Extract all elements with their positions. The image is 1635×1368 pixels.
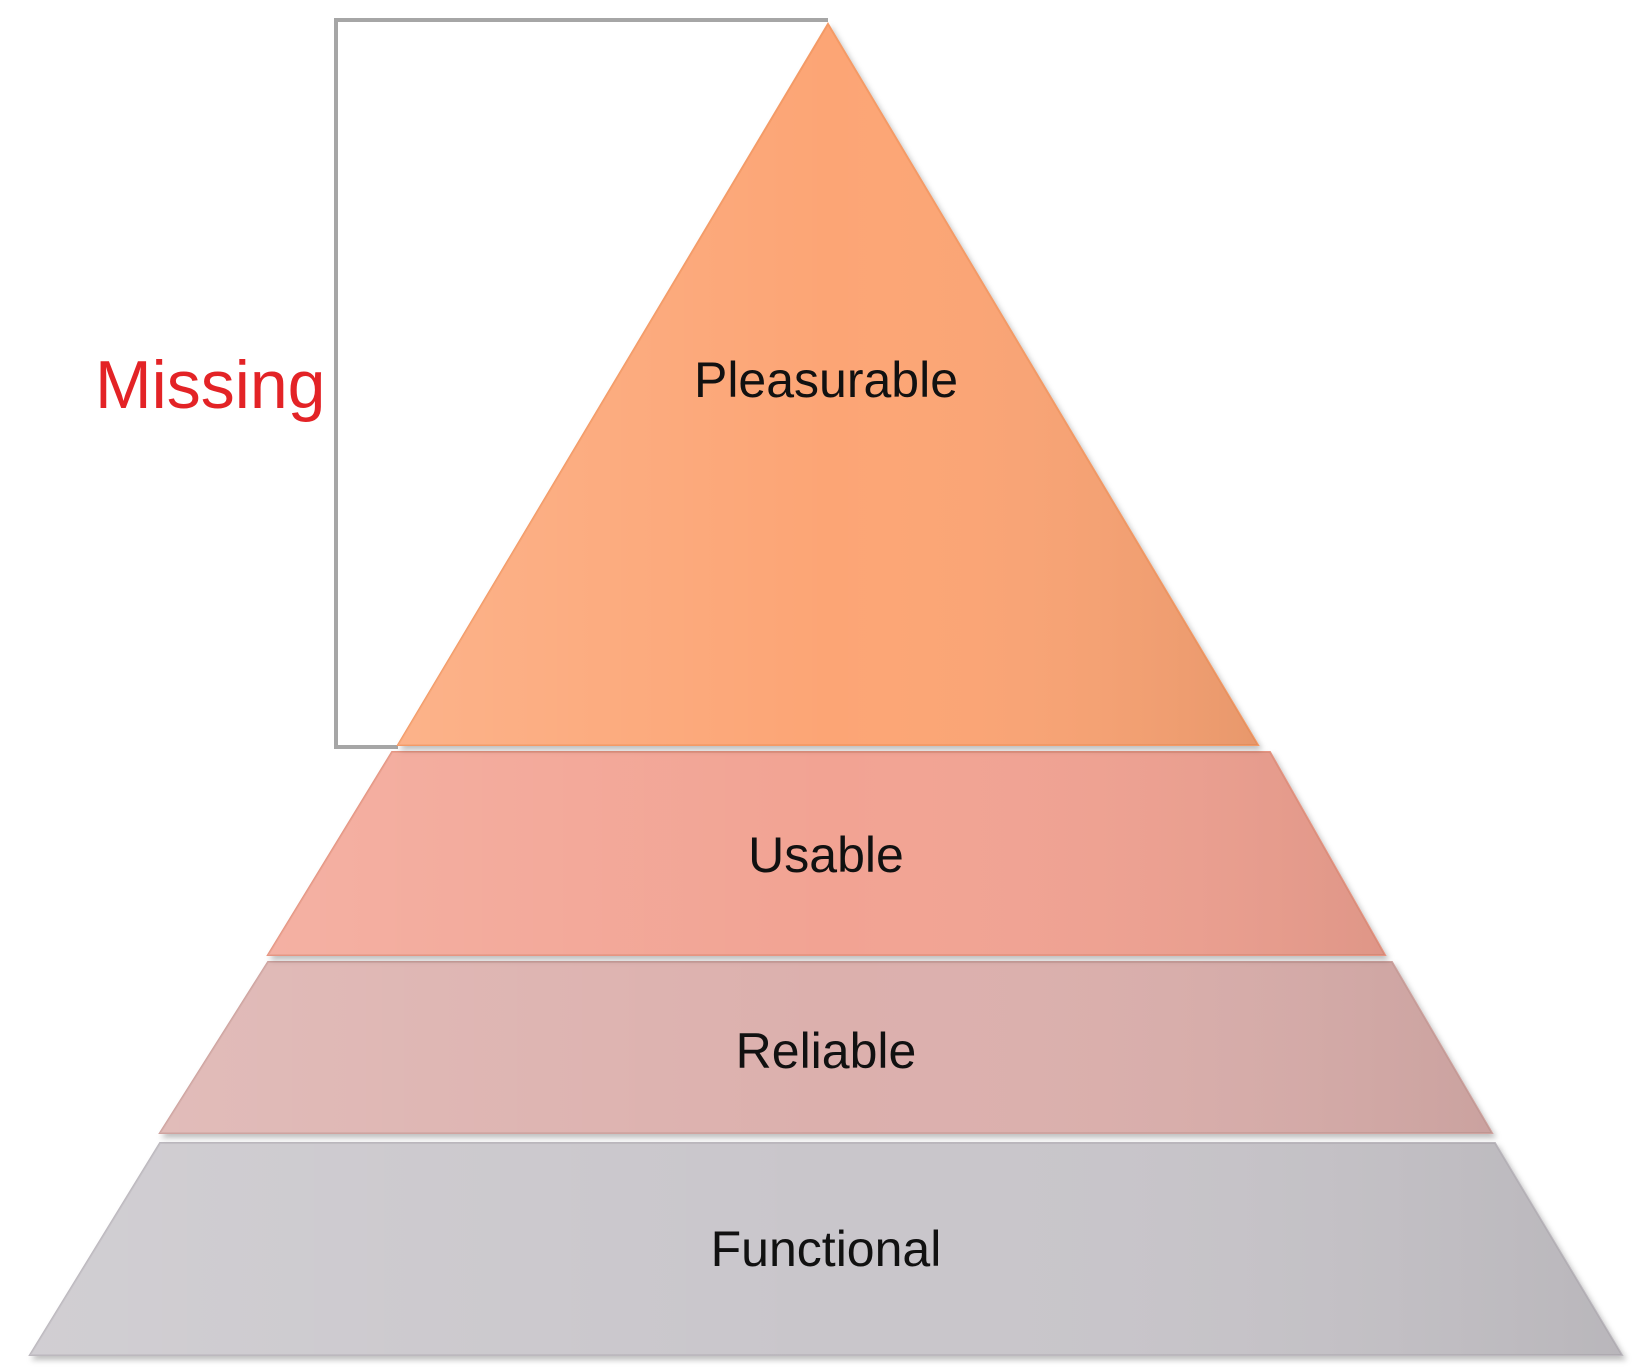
missing-bracket (334, 18, 828, 749)
tier-usable: Usable (266, 751, 1387, 956)
tier-pleasurable-label: Pleasurable (694, 352, 958, 408)
tier-pleasurable: Pleasurable (396, 22, 1260, 746)
missing-label: Missing (95, 347, 326, 423)
tier-usable-label: Usable (748, 827, 904, 883)
tier-functional-label: Functional (711, 1221, 942, 1277)
tier-reliable: Reliable (158, 961, 1494, 1134)
tier-functional: Functional (28, 1142, 1624, 1356)
tier-reliable-label: Reliable (736, 1023, 917, 1079)
